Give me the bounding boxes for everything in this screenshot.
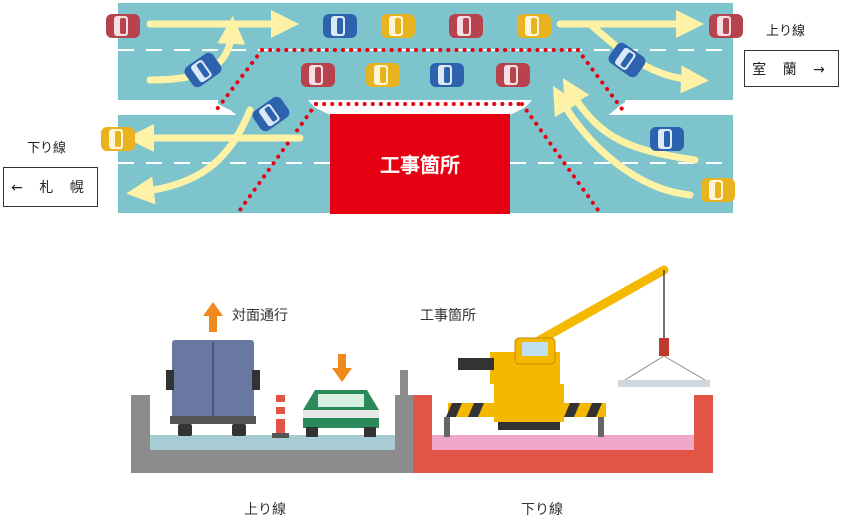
road-plan-diagram: 工事箇所: [101, 3, 743, 214]
traffic-pole-icon: [272, 395, 289, 438]
upper-roadway: [118, 3, 733, 100]
destination-sign-sapporo: ← 札 幌: [3, 167, 98, 207]
construction-zone: [330, 114, 510, 214]
traffic-cone-dots: [212, 48, 627, 212]
destination-sign-muroran: 室 蘭 →: [744, 50, 839, 87]
construction-label-section: 工事箇所: [420, 307, 476, 324]
crane-icon: [444, 265, 710, 437]
construction-zone-label: 工事箇所: [380, 153, 460, 177]
median-right: [625, 100, 733, 115]
up-line-label-bottom: 上り線: [244, 502, 286, 518]
down-line-label-top: 下り線: [27, 141, 67, 156]
cross-section-diagram: 対面通行 工事箇所 上り線 下り線: [131, 265, 713, 518]
up-line-label-top: 上り線: [766, 24, 806, 39]
median-left: [118, 100, 218, 115]
orange-direction-arrows: [203, 302, 352, 382]
car-icon: [303, 390, 379, 437]
two-way-traffic-label: 対面通行: [232, 308, 288, 324]
truck-icon: [166, 340, 260, 436]
down-line-label-bottom: 下り線: [521, 502, 563, 518]
